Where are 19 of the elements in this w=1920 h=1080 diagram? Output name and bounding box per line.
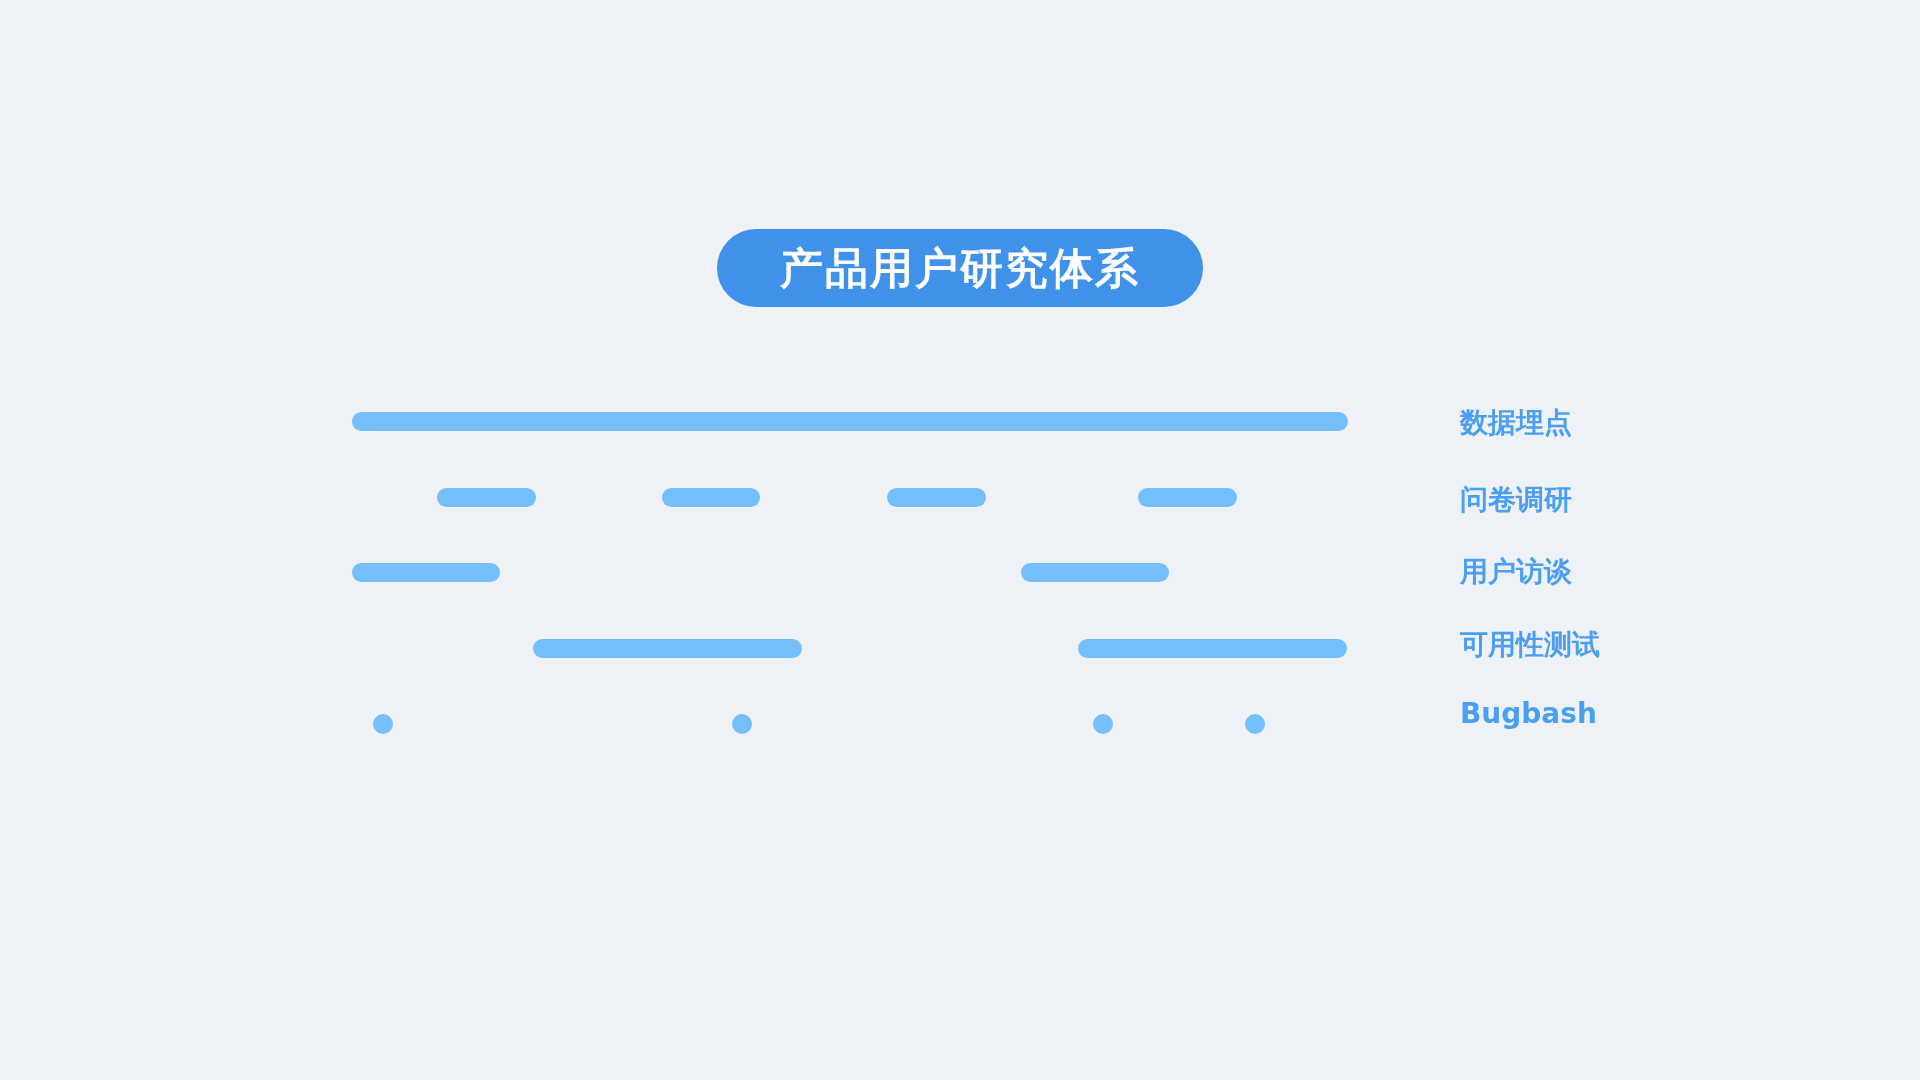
- dot-icon: [1245, 714, 1265, 734]
- row-label: 可用性测试: [1460, 627, 1600, 663]
- timeline-bar: [352, 562, 500, 582]
- title-banner: 产品用户研究体系: [717, 229, 1203, 307]
- row-label: Bugbash: [1460, 696, 1597, 732]
- timeline-bar: [533, 638, 802, 658]
- timeline-bar: [1138, 487, 1237, 507]
- timeline-bar: [887, 487, 986, 507]
- dot-icon: [373, 714, 393, 734]
- row-label: 用户访谈: [1460, 554, 1572, 590]
- timeline-bar: [1021, 562, 1169, 582]
- timeline-bar: [437, 487, 536, 507]
- timeline-bar: [662, 487, 760, 507]
- row-label: 数据埋点: [1460, 405, 1572, 441]
- timeline-bar: [352, 411, 1348, 431]
- dot-icon: [732, 714, 752, 734]
- dot-icon: [1093, 714, 1113, 734]
- row-label: 问卷调研: [1460, 482, 1572, 518]
- timeline-bar: [1078, 638, 1347, 658]
